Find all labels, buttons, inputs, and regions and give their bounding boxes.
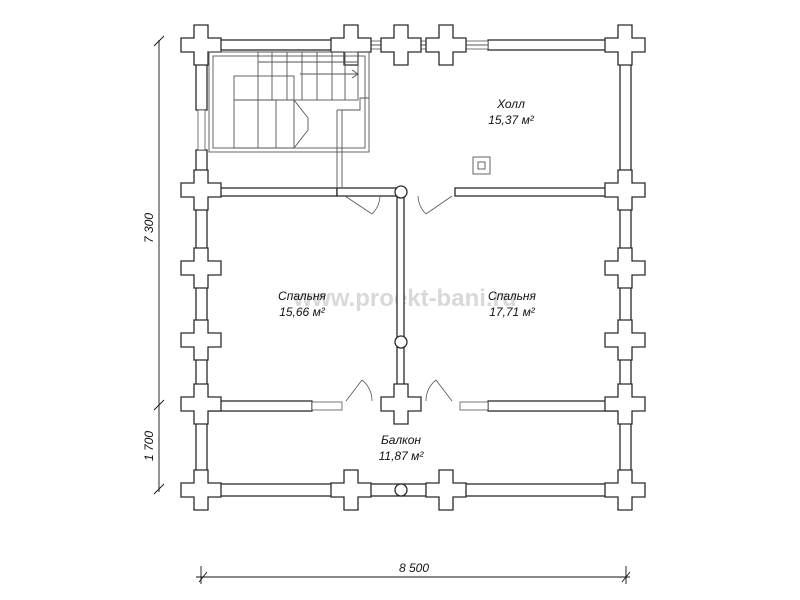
log-ends [180, 24, 646, 511]
walls [195, 39, 632, 497]
log-end-cross [180, 383, 222, 425]
dimension-total-width: 8 500 [399, 561, 429, 575]
log-end-cross [425, 24, 467, 66]
log-end-cross [180, 469, 222, 511]
posts [394, 185, 408, 497]
chimney-symbol [472, 156, 491, 175]
post-top [394, 185, 408, 199]
dimension-lines [153, 35, 631, 584]
log-end-cross [604, 169, 646, 211]
room-name-bedroom-left: Спальня [278, 289, 326, 303]
room-labels: Холл 15,37 м² Спальня 15,66 м² Спальня 1… [278, 97, 536, 463]
post-middle [394, 335, 408, 349]
post-balcony [394, 483, 408, 497]
log-end-cross [330, 469, 372, 511]
room-name-bedroom-right: Спальня [488, 289, 536, 303]
room-area-bedroom-right: 17,71 м² [489, 305, 536, 319]
dimension-balcony-depth: 1 700 [142, 431, 156, 461]
log-end-cross [604, 319, 646, 361]
dimension-main-depth: 7 300 [142, 213, 156, 243]
wall-partition-right [454, 187, 621, 197]
room-area-bedroom-left: 15,66 м² [279, 305, 326, 319]
balcony-railing [206, 483, 621, 497]
log-end-cross [380, 383, 422, 425]
log-end-cross [180, 169, 222, 211]
log-end-cross [604, 247, 646, 289]
log-end-cross [180, 319, 222, 361]
wall-balcony-left [206, 400, 313, 412]
room-name-balcony: Балкон [381, 433, 421, 447]
staircase [208, 51, 370, 188]
log-end-cross [180, 24, 222, 66]
log-end-cross [604, 469, 646, 511]
log-end-cross [180, 247, 222, 289]
log-end-cross [380, 24, 422, 66]
log-end-cross [604, 383, 646, 425]
window-left [197, 109, 206, 151]
room-name-hall: Холл [496, 97, 525, 111]
doors [344, 195, 453, 402]
wall-partition-mid [336, 187, 398, 197]
log-end-cross [425, 469, 467, 511]
wall-partition-left [206, 187, 338, 197]
room-area-balcony: 11,87 м² [379, 449, 425, 463]
wall-bedrooms-divider [396, 195, 405, 407]
wall-balcony-right [487, 400, 621, 412]
room-area-hall: 15,37 м² [488, 113, 535, 127]
log-end-cross [604, 24, 646, 66]
